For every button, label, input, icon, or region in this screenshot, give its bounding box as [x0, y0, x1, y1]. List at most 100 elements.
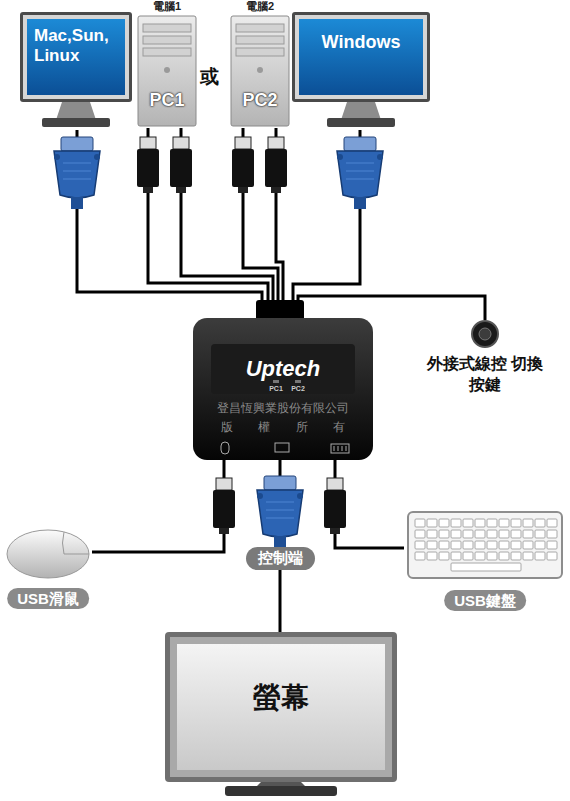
device-text: 外接式線控 切換按鍵 — [420, 354, 550, 396]
vga-grip — [266, 510, 294, 511]
cable-label: 控制端 — [246, 547, 315, 570]
usb-cable — [181, 128, 273, 318]
monitor-base — [327, 118, 395, 127]
key — [547, 541, 557, 549]
usb-shell — [216, 478, 232, 490]
key — [547, 530, 557, 538]
mouse-body — [7, 530, 89, 578]
word-label: 或 — [200, 64, 219, 90]
vga-grip — [266, 518, 294, 519]
device-text: PC2 — [230, 90, 290, 111]
device-text: 電腦1 — [137, 0, 197, 13]
key — [463, 519, 473, 527]
key — [451, 552, 461, 560]
vga-grip — [63, 171, 91, 172]
usb-mouse: USB滑鼠 — [4, 528, 92, 616]
monitor-frame — [165, 632, 397, 782]
monitor-icon — [275, 443, 289, 452]
key — [451, 519, 461, 527]
kvm-switch: UptechPC1PC2登昌恆興業股份有限公司版 權 所 有 — [193, 318, 373, 460]
vga-screw — [257, 493, 263, 499]
usb-shell — [235, 137, 251, 149]
key — [487, 541, 497, 549]
device-text: PC1 — [267, 385, 285, 393]
usb-plug — [232, 137, 254, 193]
device-text: PC1 — [137, 90, 197, 111]
computer-tower: 電腦1PC1 — [137, 0, 197, 128]
keyboard-body — [408, 512, 562, 578]
device-text: 螢幕 — [165, 682, 397, 714]
drive-bay — [236, 24, 284, 32]
usb-body — [232, 149, 254, 187]
monitor-frame — [20, 12, 132, 102]
monitor-base — [225, 786, 337, 796]
key — [511, 541, 521, 549]
strain-relief — [176, 187, 186, 193]
button-body — [472, 321, 498, 347]
vga-grip — [346, 179, 374, 180]
key — [487, 530, 497, 538]
kvm-switch-outline — [193, 318, 373, 460]
vga-grip — [266, 502, 294, 503]
monitor-screen — [27, 19, 125, 95]
keyboard-icon-key — [334, 446, 335, 451]
usb-shell — [140, 137, 156, 149]
key — [475, 541, 485, 549]
usb-body — [170, 149, 192, 187]
usb-plug — [213, 478, 235, 534]
vga-grip — [346, 163, 374, 164]
key — [475, 552, 485, 560]
key — [535, 519, 545, 527]
key — [439, 519, 449, 527]
tower-case — [138, 16, 196, 126]
computer-monitor: Mac,Sun, Linux — [20, 12, 132, 130]
button-cap — [479, 328, 491, 340]
key — [547, 519, 557, 527]
usb-plug — [170, 137, 192, 193]
key — [499, 552, 509, 560]
drive-bay — [143, 24, 191, 32]
vga-body — [54, 151, 100, 198]
vga-plug — [257, 476, 303, 548]
key — [499, 519, 509, 527]
cable — [298, 296, 485, 320]
monitor-frame — [292, 12, 430, 102]
strain-relief — [330, 528, 340, 534]
key — [487, 552, 497, 560]
key — [523, 552, 533, 560]
drive-bay — [143, 48, 191, 56]
device-text: PC2 — [289, 385, 307, 393]
key — [523, 519, 533, 527]
key — [475, 519, 485, 527]
vga-plug — [337, 137, 383, 209]
usb-body — [137, 149, 159, 187]
power-button — [257, 67, 263, 73]
display-monitor: 螢幕 — [165, 632, 397, 798]
key — [439, 541, 449, 549]
key — [427, 552, 437, 560]
vga-body — [257, 490, 303, 537]
vga-shell — [264, 476, 296, 490]
cable — [77, 130, 262, 318]
space-bar — [451, 563, 521, 571]
tower-case — [231, 16, 289, 126]
vga-screw — [377, 154, 383, 160]
key — [427, 519, 437, 527]
key — [415, 530, 425, 538]
key — [427, 530, 437, 538]
switch-button: 外接式線控 切換按鍵 — [420, 320, 550, 405]
key — [535, 541, 545, 549]
key — [415, 541, 425, 549]
key — [439, 530, 449, 538]
vga-plug — [54, 137, 100, 209]
mouse-icon — [221, 442, 229, 454]
key — [475, 530, 485, 538]
key — [463, 541, 473, 549]
device-label: USB滑鼠 — [7, 588, 89, 609]
key — [511, 519, 521, 527]
usb-body — [324, 490, 346, 528]
usb-body — [265, 149, 287, 187]
key — [451, 541, 461, 549]
monitor-neck — [56, 102, 96, 120]
vga-screw — [94, 154, 100, 160]
